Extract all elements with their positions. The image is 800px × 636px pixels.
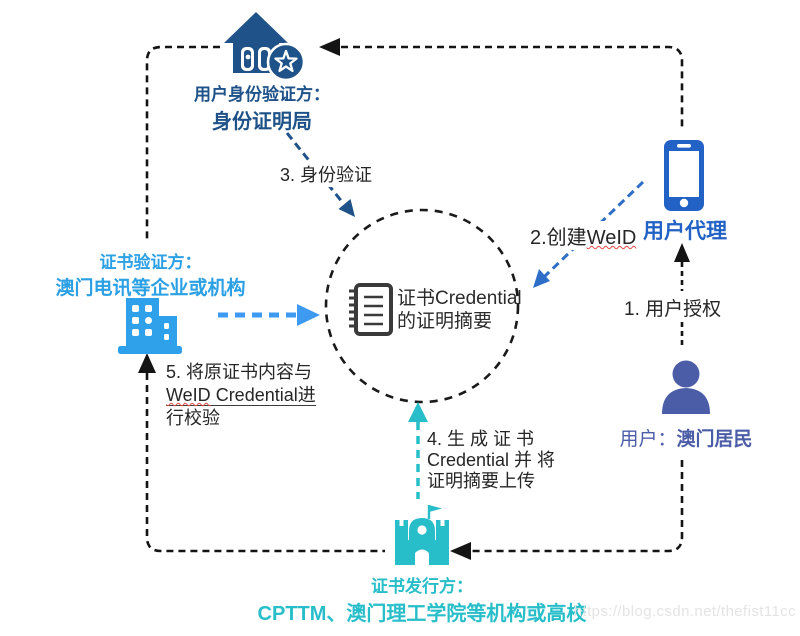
step4-line2: Credential 并 将 bbox=[427, 450, 556, 470]
step2-weid-term: WeID bbox=[586, 227, 637, 249]
step2-prefix: 2.创建 bbox=[530, 227, 587, 249]
ledger-line2: 的证明摘要 bbox=[397, 311, 493, 332]
verifier-to-circle-arrow bbox=[218, 304, 320, 326]
step5-line2-rest: Credential进 bbox=[210, 385, 316, 405]
authority-label: 用户身份验证方： 身份证明局 bbox=[182, 80, 342, 134]
step4-line3: 证明摘要上传 bbox=[427, 471, 535, 491]
watermark: https://blog.csdn.net/thefist11cc bbox=[573, 603, 796, 620]
issuer-role: 证书发行方： bbox=[371, 577, 473, 596]
arrowhead-up-icon bbox=[674, 243, 690, 262]
bank-star-icon bbox=[224, 12, 306, 82]
issuer-label: 证书发行方： CPTTM、澳门理工学院等机构或高校 bbox=[222, 572, 622, 626]
loop-phone-to-authority-arrow bbox=[319, 38, 684, 130]
authority-name: 身份证明局 bbox=[212, 111, 312, 133]
arrowhead-up-icon bbox=[138, 353, 156, 373]
step3-label: 3. 身份验证 bbox=[277, 161, 376, 187]
user-label: 用户：澳门居民 bbox=[611, 424, 761, 451]
verifier-label: 证书验证方： 澳门电讯等企业或机构 bbox=[48, 248, 253, 300]
person-icon bbox=[662, 360, 710, 414]
user-name: 澳门居民 bbox=[676, 429, 753, 450]
authority-role: 用户身份验证方： bbox=[194, 85, 330, 104]
verifier-name: 澳门电讯等企业或机构 bbox=[55, 278, 246, 299]
credential-digest-circle bbox=[324, 208, 520, 404]
arrowhead-down-right-icon bbox=[338, 199, 355, 217]
step2-label: 2.创建WeID bbox=[527, 221, 640, 250]
step4-line1: 4. 生 成 证 书 bbox=[427, 429, 535, 449]
star-icon bbox=[274, 49, 298, 73]
step5-line2: WeID Credential进 bbox=[166, 385, 316, 406]
step5-line1: 5. 将原证书内容与 bbox=[166, 362, 313, 382]
agent-name: 用户代理 bbox=[643, 220, 727, 243]
issuer-name: CPTTM、澳门理工学院等机构或高校 bbox=[257, 603, 587, 625]
ledger-line1: 证书Credential bbox=[397, 288, 522, 309]
step1-user-authorize-arrow bbox=[674, 243, 690, 345]
ledger-label: 证书Credential 的证明摘要 bbox=[397, 287, 522, 333]
step4-label: 4. 生 成 证 书 Credential 并 将 证明摘要上传 bbox=[427, 429, 597, 492]
notebook-icon bbox=[349, 283, 393, 336]
step5-line3: 行校验 bbox=[166, 408, 220, 428]
arrowhead-left-icon bbox=[450, 542, 471, 560]
arrowhead-left-icon bbox=[319, 38, 340, 56]
verifier-role: 证书验证方： bbox=[99, 253, 202, 272]
loop-user-to-issuer-arrow bbox=[450, 460, 684, 560]
arrowhead-up-icon bbox=[408, 402, 428, 422]
arrowhead-down-left-icon bbox=[533, 269, 550, 288]
castle-icon bbox=[395, 505, 449, 565]
user-role: 用户： bbox=[619, 429, 677, 450]
step4-upload-digest-arrow bbox=[408, 402, 428, 499]
smartphone-icon bbox=[664, 140, 704, 211]
step5-label: 5. 将原证书内容与 WeID Credential进 行校验 bbox=[166, 361, 341, 430]
step5-weid-term: WeID bbox=[166, 385, 211, 405]
arrowhead-right-icon bbox=[297, 304, 320, 326]
loop-top-left-segment bbox=[145, 45, 220, 243]
loop-issuer-to-verifier-arrow bbox=[138, 353, 385, 553]
office-building-icon bbox=[118, 298, 182, 354]
step1-label: 1. 用户授权 bbox=[624, 299, 722, 320]
